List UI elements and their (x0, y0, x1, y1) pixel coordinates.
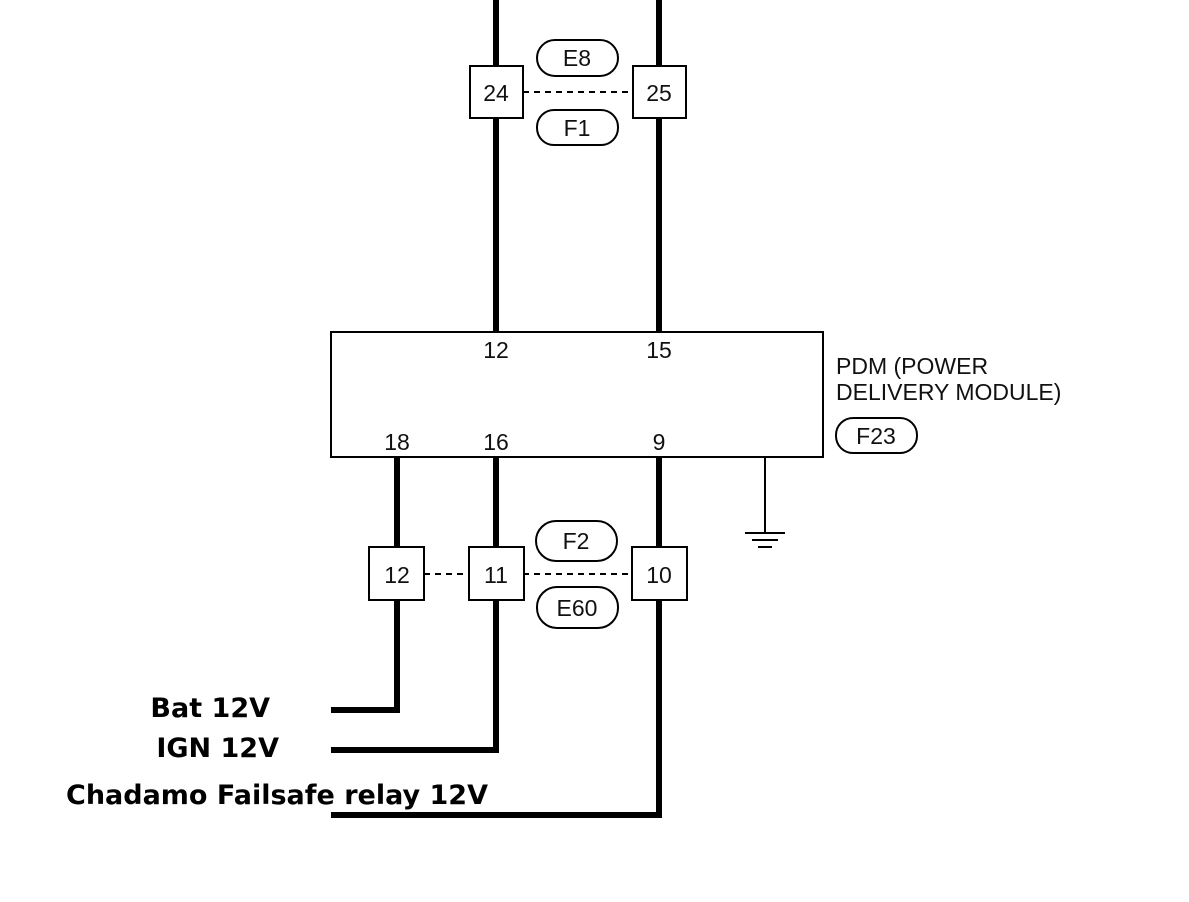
connector-pin-25 (632, 65, 687, 119)
wire-label-chademo: Chadamo Failsafe relay 12V (66, 780, 488, 811)
pdm-module-box (330, 331, 824, 458)
pin-label: 18 (384, 429, 410, 455)
connector-pin-12 (368, 546, 425, 601)
pin-label: 12 (384, 562, 410, 588)
connector-pin-10 (631, 546, 688, 601)
pin-label: 11 (484, 562, 508, 588)
pin-label: 12 (483, 337, 509, 363)
connector-id-f1 (536, 109, 619, 146)
connector-id-f2 (535, 520, 618, 562)
connector-pin-24 (469, 65, 524, 119)
wire-label-ign: IGN 12V (156, 733, 279, 764)
connector-pin-11 (468, 546, 525, 601)
module-name-line1: PDM (POWER (836, 353, 988, 379)
pin-label: 15 (646, 337, 672, 363)
connector-id-label: E60 (557, 595, 598, 621)
wire-label-bat: Bat 12V (150, 693, 270, 724)
connector-id-label: F1 (564, 115, 591, 141)
connector-id-label: F23 (856, 423, 896, 449)
wire-ign (331, 457, 499, 753)
pin-label: 16 (483, 429, 509, 455)
pin-label: 10 (646, 562, 672, 588)
connector-id-e8 (536, 39, 619, 77)
connector-id-label: F2 (563, 528, 590, 554)
connector-id-label: E8 (563, 45, 591, 71)
connector-id-e60 (536, 586, 619, 629)
module-name-line2: DELIVERY MODULE) (836, 379, 1061, 405)
connector-id-f23 (835, 417, 918, 454)
pin-label: 25 (646, 80, 672, 106)
pin-label: 9 (653, 429, 666, 455)
pin-label: 24 (483, 80, 509, 106)
ground-icon (745, 457, 785, 548)
wire-bat (331, 457, 400, 713)
